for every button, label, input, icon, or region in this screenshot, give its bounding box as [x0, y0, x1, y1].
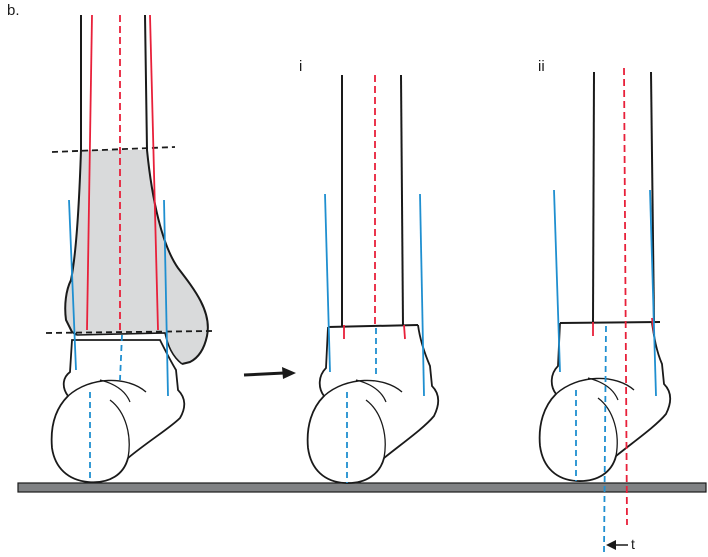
talus-outline-ii	[538, 322, 672, 482]
arrow-head	[282, 367, 296, 379]
red-axis-medial	[149, 14, 159, 331]
resected-wedge	[65, 150, 208, 364]
blue-axis-extended-ii	[603, 325, 607, 553]
calcaneus-curve-i	[365, 399, 386, 459]
red-axis-center-ii	[623, 67, 628, 526]
red-stub-medial-i	[403, 324, 406, 340]
joint-line	[76, 332, 183, 365]
blue-axis-lateral-i	[324, 193, 331, 373]
talar-dome-arc-inner	[99, 379, 131, 403]
panel-ii	[538, 67, 672, 553]
red-axis-lateral	[86, 14, 93, 331]
talus-outline-i	[306, 324, 440, 484]
panel-i	[306, 74, 440, 484]
distal-cut-line	[45, 330, 213, 334]
blue-axis-medial-i	[419, 193, 425, 397]
cut-line-i	[327, 324, 419, 328]
talar-dome-arc-inner-ii	[587, 377, 619, 401]
blue-axis-medial-ii	[649, 189, 657, 397]
panel-i-label: i	[299, 58, 303, 75]
translation-label: t	[631, 536, 635, 552]
blue-axis-center-upper	[119, 334, 123, 381]
talus-outline	[50, 339, 186, 484]
floor-line	[17, 482, 707, 493]
talar-dome-arc-ii	[555, 377, 635, 395]
tibia-lateral-edge-ii	[592, 71, 595, 323]
panel-preop	[45, 14, 213, 484]
talar-dome-arc	[67, 379, 147, 397]
arrow-shaft	[243, 371, 285, 377]
calcaneus-curve	[109, 399, 130, 459]
tibia-medial-edge-i	[400, 74, 404, 327]
blue-axis-lateral-ii	[553, 189, 561, 373]
calcaneus-curve-ii	[597, 397, 618, 457]
talar-dome-arc-i	[323, 379, 403, 397]
proximal-cut-line	[51, 146, 176, 153]
translation-arrow-head	[606, 540, 616, 550]
panel-ii-label: ii	[538, 58, 545, 75]
blue-axis-medial	[163, 199, 169, 397]
transition-arrow	[243, 367, 296, 379]
blue-axis-lateral	[68, 199, 77, 371]
talar-dome-arc-inner-i	[355, 379, 387, 403]
figure-label: b.	[7, 2, 20, 19]
cut-line-ii	[559, 321, 661, 324]
